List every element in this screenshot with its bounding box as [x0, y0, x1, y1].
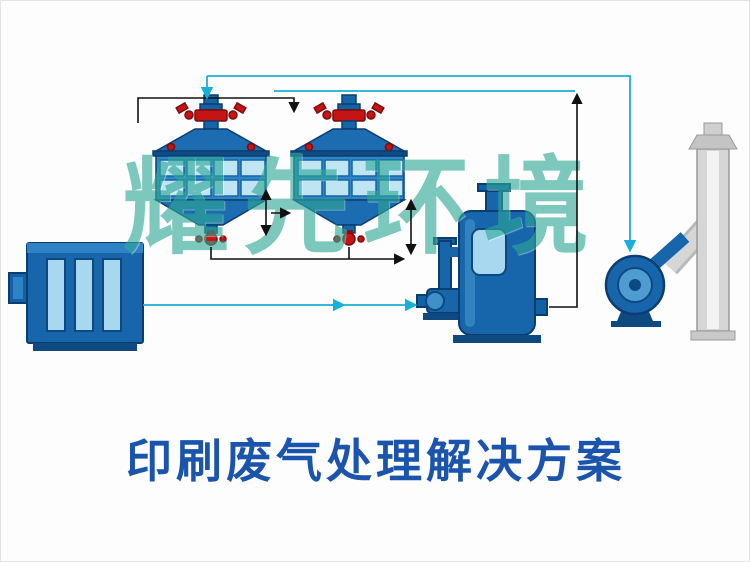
filter-2-bottom-valve-icon — [333, 230, 365, 246]
adsorption-filter-2-icon — [290, 94, 408, 246]
filter-1-bottom-valve-icon — [195, 230, 227, 246]
adsorption-filter-1-icon — [152, 94, 270, 246]
exhaust-chimney-icon — [660, 122, 738, 341]
dry-filter-box-icon — [8, 242, 144, 351]
scrubber-tank-icon — [416, 183, 548, 343]
diagram-title: 印刷废气处理解决方案 — [126, 436, 626, 487]
centrifugal-fan-icon — [604, 232, 690, 327]
